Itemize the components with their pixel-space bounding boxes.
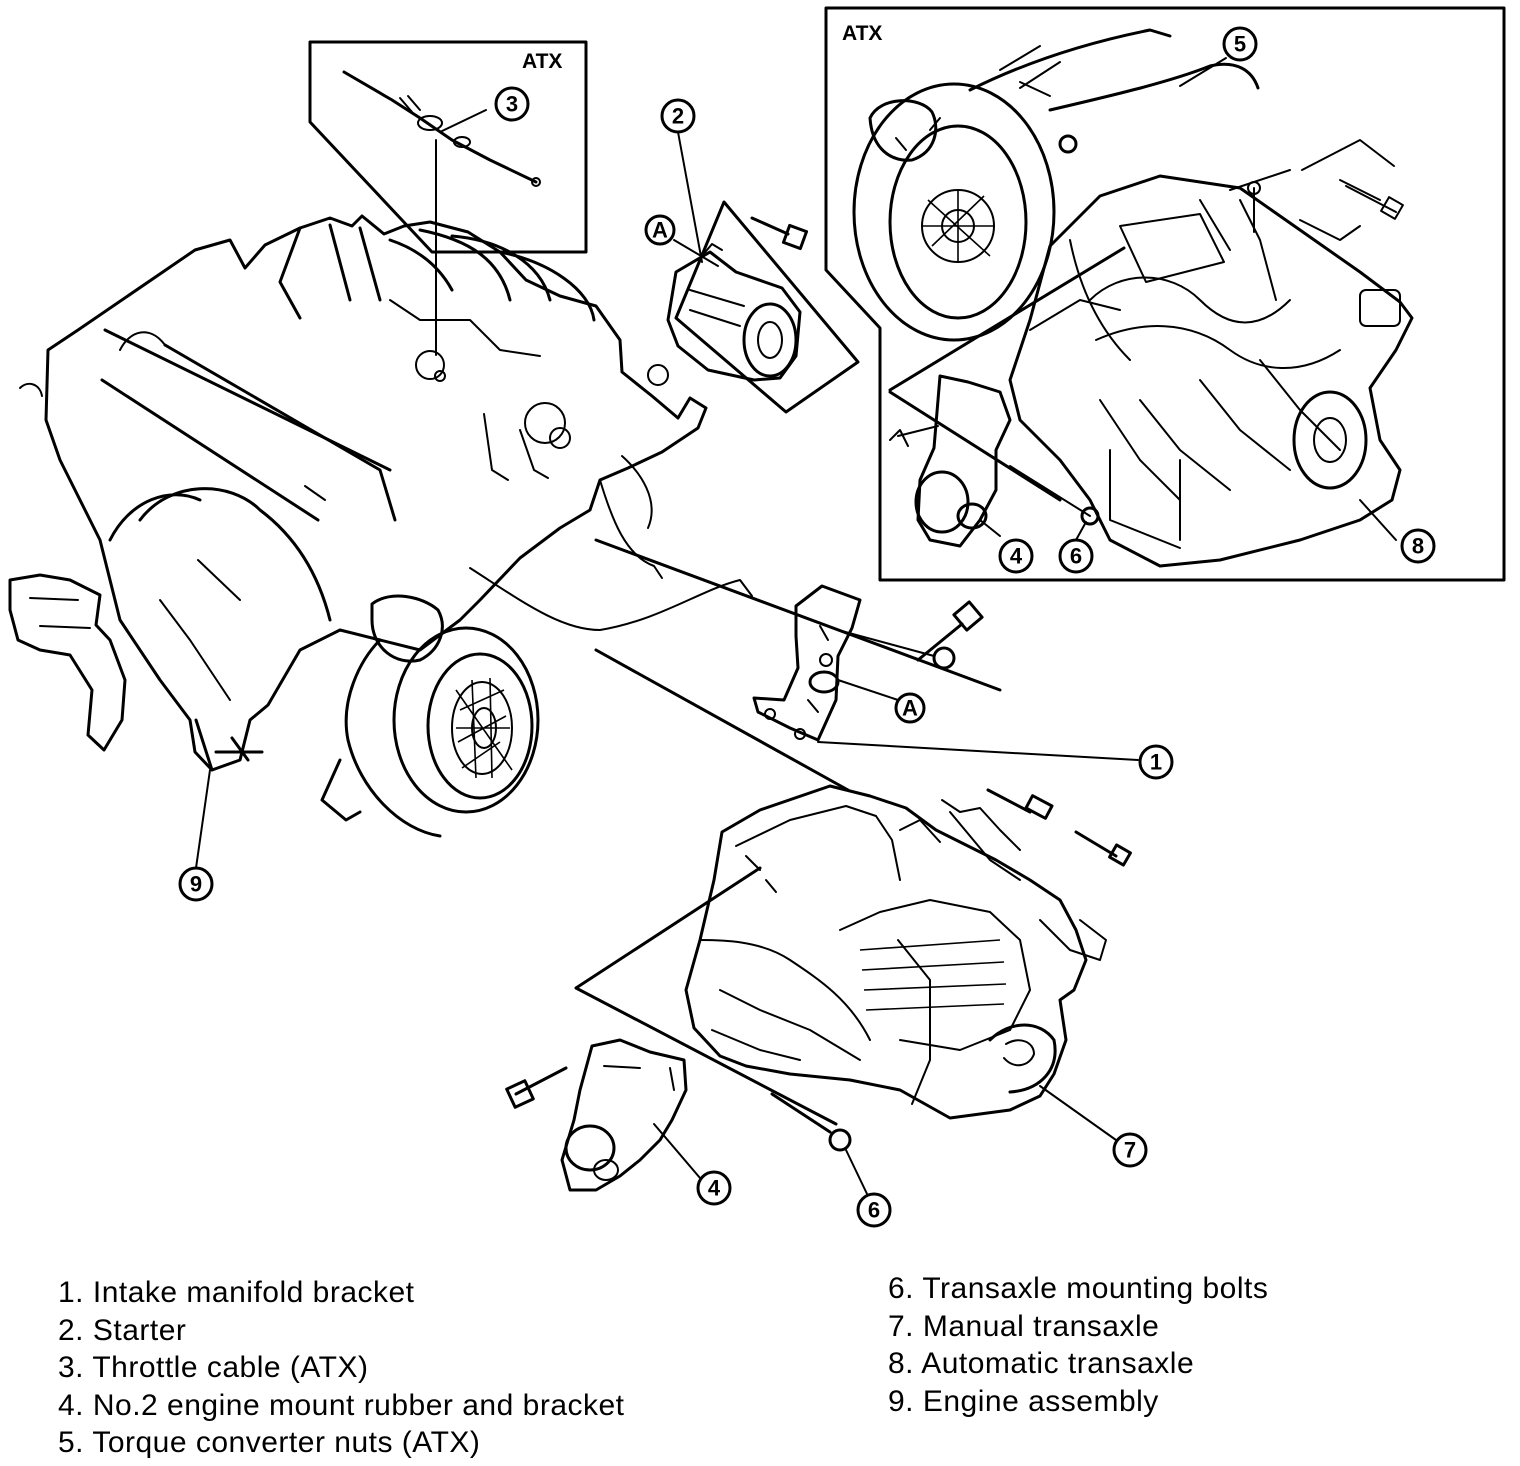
callout-6-mtx-number: 6 — [868, 1198, 880, 1223]
legend-item-2: 2. Starter — [58, 1313, 187, 1347]
callout-a-starter-letter: A — [652, 218, 668, 243]
callout-6-mtx: 6 — [856, 1192, 892, 1228]
callout-9-number: 9 — [190, 872, 202, 897]
legend-item-1: 1. Intake manifold bracket — [58, 1276, 415, 1309]
callout-a-starter: A — [644, 214, 676, 246]
callout-8-number: 8 — [1412, 534, 1424, 559]
mount-bolt — [505, 1066, 568, 1109]
callout-5: 5 — [1222, 26, 1258, 62]
callout-9: 9 — [178, 866, 214, 902]
intake-manifold-bracket — [752, 584, 984, 742]
legend-item-8: 8. Automatic transaxle — [888, 1347, 1195, 1380]
manual-transaxle — [505, 784, 1132, 1192]
legend-item-5: 5. Torque converter nuts (ATX) — [58, 1426, 481, 1459]
callout-2-number: 2 — [672, 104, 684, 129]
throttle-inset-label: ATX — [522, 50, 562, 73]
legend-item-3: 3. Throttle cable (ATX) — [58, 1351, 369, 1384]
callout-3-number: 3 — [506, 92, 518, 117]
transaxle-top-bolts — [986, 788, 1132, 867]
callout-a-bracket-letter: A — [902, 696, 918, 721]
callout-6-atx: 6 — [1058, 538, 1094, 574]
callout-5-number: 5 — [1234, 32, 1246, 57]
legend-item-9: 9. Engine assembly — [888, 1384, 1159, 1418]
callout-8: 8 — [1400, 528, 1436, 564]
legend-item-6: 6. Transaxle mounting bolts — [888, 1272, 1269, 1305]
callout-6-atx-number: 6 — [1070, 544, 1082, 569]
callout-4-mtx: 4 — [696, 1170, 732, 1206]
automatic-transaxle-inset: ATX — [824, 6, 1506, 582]
legend-left: 1. Intake manifold bracket 2. Starter 3.… — [58, 1274, 625, 1462]
throttle-cable — [342, 70, 541, 187]
engine-assembly — [8, 214, 753, 838]
throttle-cable-inset: ATX — [308, 40, 588, 356]
callout-4-atx-number: 4 — [1010, 544, 1023, 569]
callout-2: 2 — [660, 98, 696, 134]
atx-inset-label: ATX — [842, 22, 882, 45]
callout-a-bracket: A — [894, 692, 926, 724]
legend-item-7: 7. Manual transaxle — [888, 1309, 1160, 1343]
callout-7-number: 7 — [1124, 1138, 1136, 1163]
callout-4-atx: 4 — [998, 538, 1034, 574]
callout-1: 1 — [1138, 744, 1174, 780]
starter-bolt — [750, 216, 809, 251]
transaxle-mounting-bolt — [770, 1092, 852, 1152]
callout-4-mtx-number: 4 — [708, 1176, 721, 1201]
callout-7: 7 — [1112, 1132, 1148, 1168]
legend-item-4: 4. No.2 engine mount rubber and bracket — [58, 1388, 625, 1422]
legend-right: 6. Transaxle mounting bolts 7. Manual tr… — [888, 1270, 1268, 1420]
callout-3: 3 — [494, 86, 530, 122]
starter — [666, 200, 860, 414]
callout-1-number: 1 — [1150, 750, 1162, 775]
